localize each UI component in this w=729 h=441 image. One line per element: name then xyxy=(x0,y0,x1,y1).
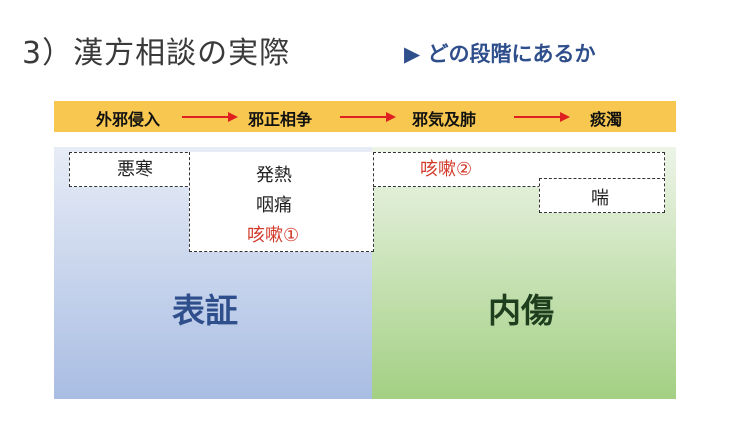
box-akan xyxy=(69,152,208,187)
right-arrow-icon xyxy=(340,112,396,122)
label-interior: 内傷 xyxy=(488,291,554,330)
symptom-fever: 発熱 xyxy=(256,165,292,186)
flow-arrow-1 xyxy=(182,107,238,127)
flow-stage-3: 邪気及肺 xyxy=(412,110,477,129)
label-exterior: 表証 xyxy=(172,291,238,330)
symptom-akan: 悪寒 xyxy=(117,159,153,180)
right-arrow-icon xyxy=(182,112,238,122)
flow-arrow-2 xyxy=(340,107,396,127)
flow-stage-4: 痰濁 xyxy=(590,110,623,129)
slide-title: 3）漢方相談の実際 xyxy=(22,36,291,71)
slide-subtitle: ▶ どの段階にあるか xyxy=(404,42,596,66)
flow-arrow-3 xyxy=(514,107,570,127)
symptom-sore-throat: 咽痛 xyxy=(256,195,292,216)
right-arrow-icon xyxy=(514,112,570,122)
symptom-cough-1: 咳嗽① xyxy=(247,225,300,246)
symptom-cough-2: 咳嗽② xyxy=(420,159,473,180)
box-wheeze xyxy=(539,178,665,213)
flow-stage-1: 外邪侵入 xyxy=(96,110,161,129)
symptom-wheeze: 喘 xyxy=(591,188,609,209)
flow-stage-2: 邪正相争 xyxy=(248,110,313,129)
box-fever xyxy=(189,152,374,252)
